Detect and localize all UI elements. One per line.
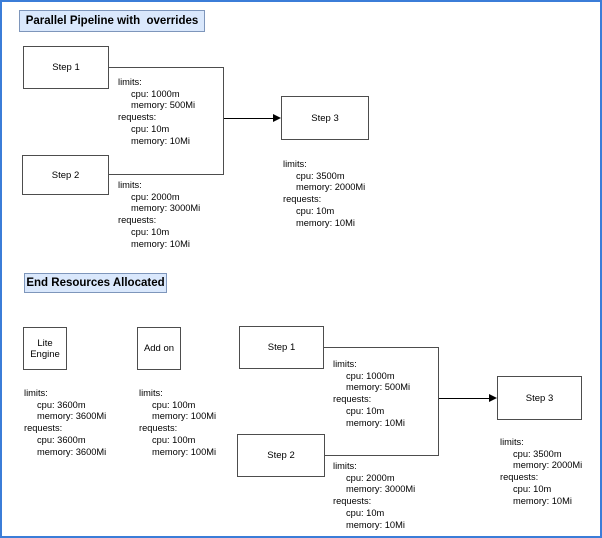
arrow-to-step3-bottom (439, 398, 490, 399)
resource-line: memory: 2000Mi (296, 182, 366, 193)
resource-line: requests: (333, 496, 372, 507)
resource-line: cpu: 3500m (296, 170, 345, 181)
resource-line: requests: (333, 394, 372, 405)
resource-line: requests: (500, 472, 539, 483)
connector-step2-bottom-horizontal (325, 455, 439, 456)
resource-line: memory: 100Mi (152, 446, 217, 457)
resource-line: cpu: 3600m (37, 434, 86, 445)
resource-line: limits: (333, 359, 357, 369)
resource-line: limits: (283, 159, 307, 169)
connector-step1-top-horizontal (109, 67, 224, 68)
resource-line: cpu: 100m (152, 434, 196, 445)
resource-line: memory: 3600Mi (37, 446, 107, 457)
resource-line: cpu: 1000m (346, 370, 395, 381)
resource-line: cpu: 1000m (131, 88, 180, 99)
resource-line: memory: 10Mi (131, 135, 190, 146)
resource-line: memory: 3000Mi (346, 484, 416, 495)
resource-line: memory: 3600Mi (37, 411, 107, 422)
arrow-to-step3-top (224, 118, 274, 119)
resource-line: memory: 10Mi (296, 217, 355, 228)
resource-line: memory: 3000Mi (131, 203, 201, 214)
resource-line: cpu: 2000m (346, 472, 395, 483)
section-title-end-resources: End Resources Allocated (24, 273, 167, 293)
resource-line: cpu: 10m (346, 507, 385, 518)
resource-line: requests: (139, 423, 178, 434)
resource-line: cpu: 10m (131, 226, 170, 237)
node-step1-bottom: Step 1 (239, 326, 324, 369)
resource-line: cpu: 2000m (131, 191, 180, 202)
resource-line: requests: (118, 215, 157, 226)
resource-line: cpu: 10m (346, 405, 385, 416)
resource-line: memory: 2000Mi (513, 460, 583, 471)
node-step3-bottom: Step 3 (497, 376, 582, 420)
connector-step2-top-horizontal (109, 174, 224, 175)
resource-line: limits: (24, 388, 48, 398)
node-step2-bottom: Step 2 (237, 434, 325, 477)
resource-line: cpu: 3600m (37, 399, 86, 410)
resource-line: limits: (118, 77, 142, 87)
node-lite-engine: Lite Engine (23, 327, 67, 370)
resource-line: cpu: 3500m (513, 448, 562, 459)
connector-top-vertical-join (223, 67, 224, 175)
resource-line: memory: 10Mi (131, 238, 190, 249)
resource-line: cpu: 10m (296, 205, 335, 216)
node-step2-top: Step 2 (22, 155, 109, 195)
resource-line: memory: 500Mi (131, 100, 196, 111)
resource-line: memory: 100Mi (152, 411, 217, 422)
resource-line: cpu: 100m (152, 399, 196, 410)
arrowhead-step3-top-icon (273, 114, 281, 122)
connector-bottom-vertical-join (438, 347, 439, 456)
resource-line: cpu: 10m (131, 123, 170, 134)
resource-line: limits: (333, 461, 357, 471)
resource-line: requests: (24, 423, 63, 434)
resource-line: memory: 10Mi (513, 495, 572, 506)
resource-line: requests: (283, 194, 322, 205)
node-step1-top: Step 1 (23, 46, 109, 89)
resource-line: memory: 10Mi (346, 417, 405, 428)
resource-line: memory: 10Mi (346, 519, 405, 530)
connector-step1-bottom-horizontal (324, 347, 439, 348)
resource-line: limits: (500, 437, 524, 447)
section-title-parallel-pipeline: Parallel Pipeline with overrides (19, 10, 205, 32)
resource-line: memory: 500Mi (346, 382, 411, 393)
resource-line: requests: (118, 112, 157, 123)
resource-line: limits: (118, 180, 142, 190)
node-step3-top: Step 3 (281, 96, 369, 140)
node-add-on: Add on (137, 327, 181, 370)
resource-line: limits: (139, 388, 163, 398)
arrowhead-step3-bottom-icon (489, 394, 497, 402)
resource-line: cpu: 10m (513, 483, 552, 494)
